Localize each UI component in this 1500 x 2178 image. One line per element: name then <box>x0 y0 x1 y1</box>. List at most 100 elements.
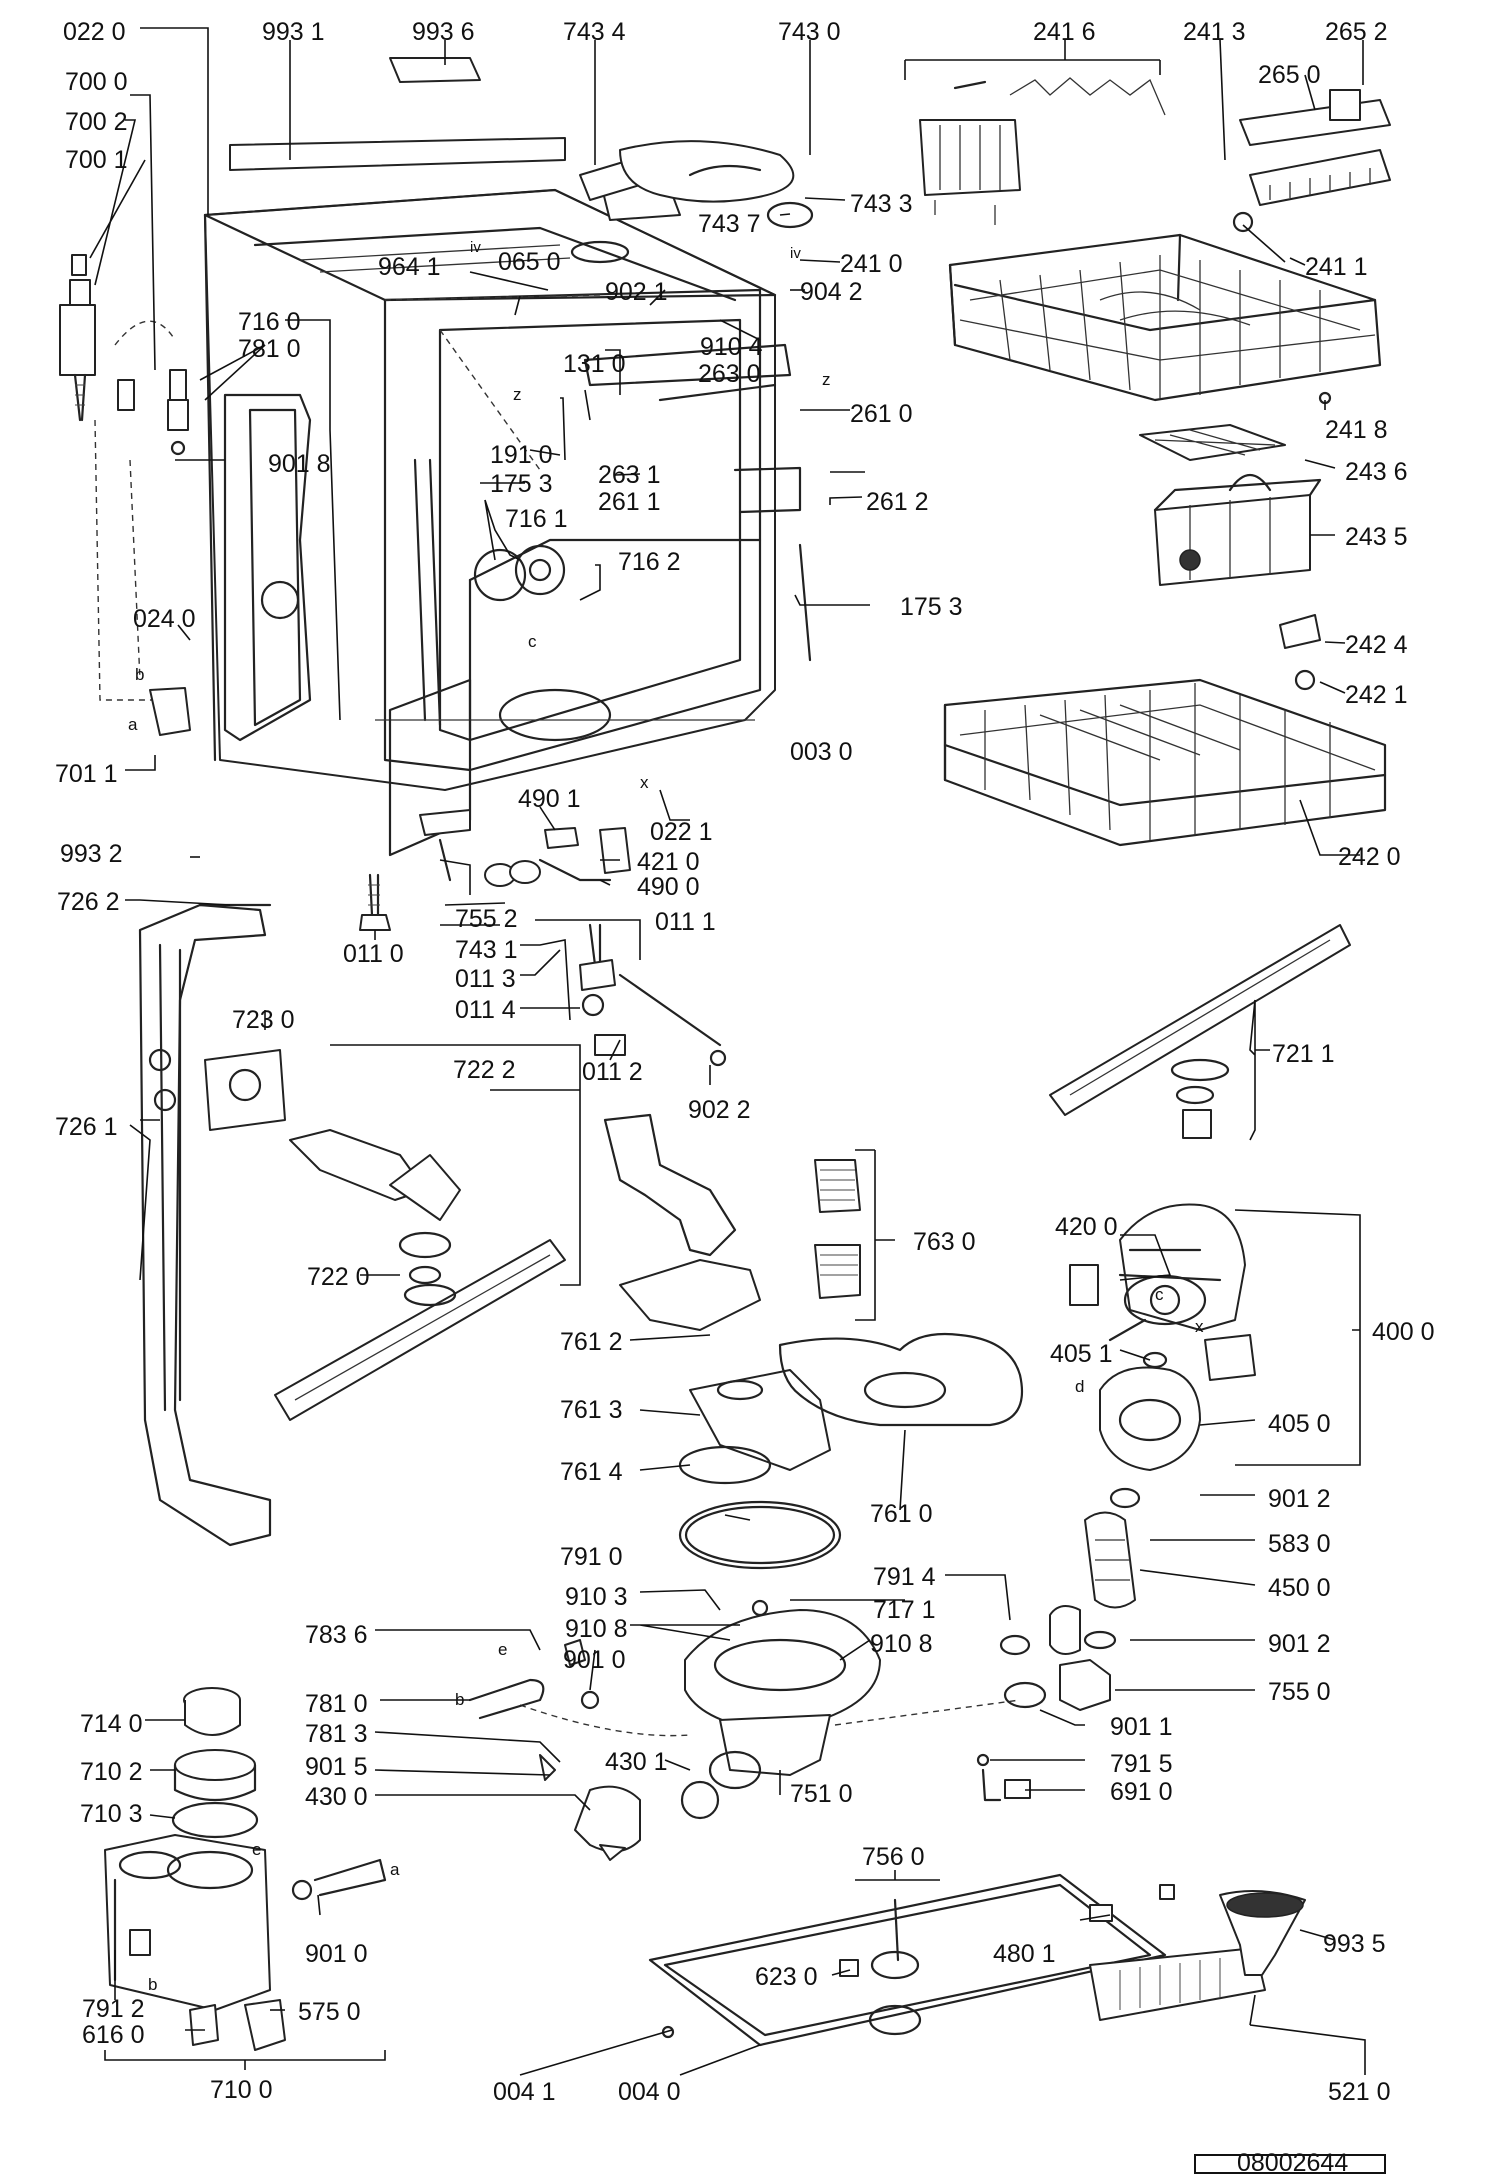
lower-spray-arm <box>204 1049 566 1421</box>
callout: 011 1 <box>655 908 716 936</box>
dispenser-assembly <box>104 1639 641 2051</box>
cutlery-tray-basket <box>1139 424 1322 586</box>
callout: 755 2 <box>455 905 518 933</box>
sensors <box>484 827 631 887</box>
letter-marker: z <box>822 370 831 389</box>
upper-rack <box>919 77 1391 405</box>
callout: 761 2 <box>560 1328 623 1356</box>
upper-spray-arm <box>1049 924 1351 1139</box>
callout: 791 4 <box>873 1563 936 1591</box>
water-duct <box>138 903 272 1547</box>
callout: 751 0 <box>790 1780 853 1808</box>
callout: 242 0 <box>1338 843 1401 871</box>
levelling-feet <box>359 809 727 1067</box>
letter-marker: c <box>528 632 537 651</box>
letter-marker: e <box>252 1840 261 1859</box>
callout: 191 0 <box>490 441 553 469</box>
callout: 011 2 <box>582 1058 643 1086</box>
callout: 241 6 <box>1033 18 1096 46</box>
pump-motor <box>1069 1203 1256 1509</box>
letter-marker: b <box>455 1690 464 1709</box>
callout: 450 0 <box>1268 1574 1331 1602</box>
callout: 721 1 <box>1272 1040 1335 1068</box>
inlet-valve-assembly <box>59 254 191 736</box>
callout: 763 0 <box>913 1228 976 1256</box>
callout: 901 2 <box>1268 1630 1331 1658</box>
callout: 902 2 <box>688 1096 751 1124</box>
callout: 405 1 <box>1050 1340 1113 1368</box>
callout: 024 0 <box>133 605 196 633</box>
callout: 791 5 <box>1110 1750 1173 1778</box>
callout: 011 3 <box>455 965 516 993</box>
letter-marker: a <box>390 1860 400 1879</box>
callout: 004 0 <box>618 2078 681 2106</box>
callout: 131 0 <box>563 350 626 378</box>
letter-marker: z <box>513 385 522 404</box>
callout: 756 0 <box>862 1843 925 1871</box>
callout: 722 2 <box>453 1056 516 1084</box>
callout: 993 1 <box>262 18 325 46</box>
callout: 716 1 <box>505 505 568 533</box>
callout: 902 1 <box>605 278 668 306</box>
callout: 261 1 <box>598 488 661 516</box>
callout: 901 8 <box>268 450 331 478</box>
callout: 743 7 <box>698 210 761 238</box>
callout: 714 0 <box>80 1710 143 1738</box>
callout: 726 1 <box>55 1113 118 1141</box>
callout: 700 2 <box>65 108 128 136</box>
tub-cabinet <box>203 174 812 857</box>
callout: 717 1 <box>873 1596 936 1624</box>
callout: 700 0 <box>65 68 128 96</box>
letter-marker: b <box>135 665 144 684</box>
callout: 761 3 <box>560 1396 623 1424</box>
callout: 065 0 <box>498 248 561 276</box>
callout: 910 3 <box>565 1583 628 1611</box>
callout: 175 3 <box>900 593 963 621</box>
letter-marker: iv <box>470 239 481 256</box>
callout: 243 5 <box>1345 523 1408 551</box>
letter-marker: x <box>1195 1317 1204 1336</box>
filter-assembly <box>603 1113 1024 1570</box>
callout: 521 0 <box>1328 2078 1391 2106</box>
callout: 743 4 <box>563 18 626 46</box>
callout: 575 0 <box>298 1998 361 2026</box>
callout: 616 0 <box>82 2021 145 2049</box>
callout: 480 1 <box>993 1940 1056 1968</box>
callout: 175 3 <box>490 470 553 498</box>
callout: 993 6 <box>412 18 475 46</box>
callout: 405 0 <box>1268 1410 1331 1438</box>
letter-marker: b <box>148 1975 157 1994</box>
callout: 743 0 <box>778 18 841 46</box>
top-panels <box>229 57 814 229</box>
callout: 726 2 <box>57 888 120 916</box>
letter-marker: d <box>1075 1377 1084 1396</box>
callout: 242 1 <box>1345 681 1408 709</box>
document-code: 08002644 <box>1237 2149 1348 2177</box>
callout: 710 0 <box>210 2076 273 2104</box>
callout: 241 1 <box>1305 253 1368 281</box>
lower-rack <box>943 614 1387 847</box>
callout: 241 8 <box>1325 416 1388 444</box>
callout: 791 2 <box>82 1995 145 2023</box>
callout: 710 3 <box>80 1800 143 1828</box>
callout: 791 0 <box>560 1543 623 1571</box>
callout: 993 2 <box>60 840 123 868</box>
callout: 003 0 <box>790 738 853 766</box>
letter-marker: a <box>128 715 138 734</box>
letter-marker: iv <box>790 245 801 262</box>
callout: 623 0 <box>755 1963 818 1991</box>
leader-lines <box>89 27 1366 2076</box>
callout: 490 0 <box>637 873 700 901</box>
callout: 964 1 <box>378 253 441 281</box>
callout-labels: 022 0 993 1 993 6 743 4 743 0 241 6 241 … <box>55 18 1435 2106</box>
callout: 783 6 <box>305 1621 368 1649</box>
heater-hose <box>976 1511 1136 1802</box>
callout: 430 0 <box>305 1783 368 1811</box>
callout: 490 1 <box>518 785 581 813</box>
callout: 263 0 <box>698 360 761 388</box>
callout: 901 5 <box>305 1753 368 1781</box>
letter-marker: x <box>640 773 649 792</box>
letter-marker: c <box>1155 1285 1164 1304</box>
callout: 700 1 <box>65 146 128 174</box>
